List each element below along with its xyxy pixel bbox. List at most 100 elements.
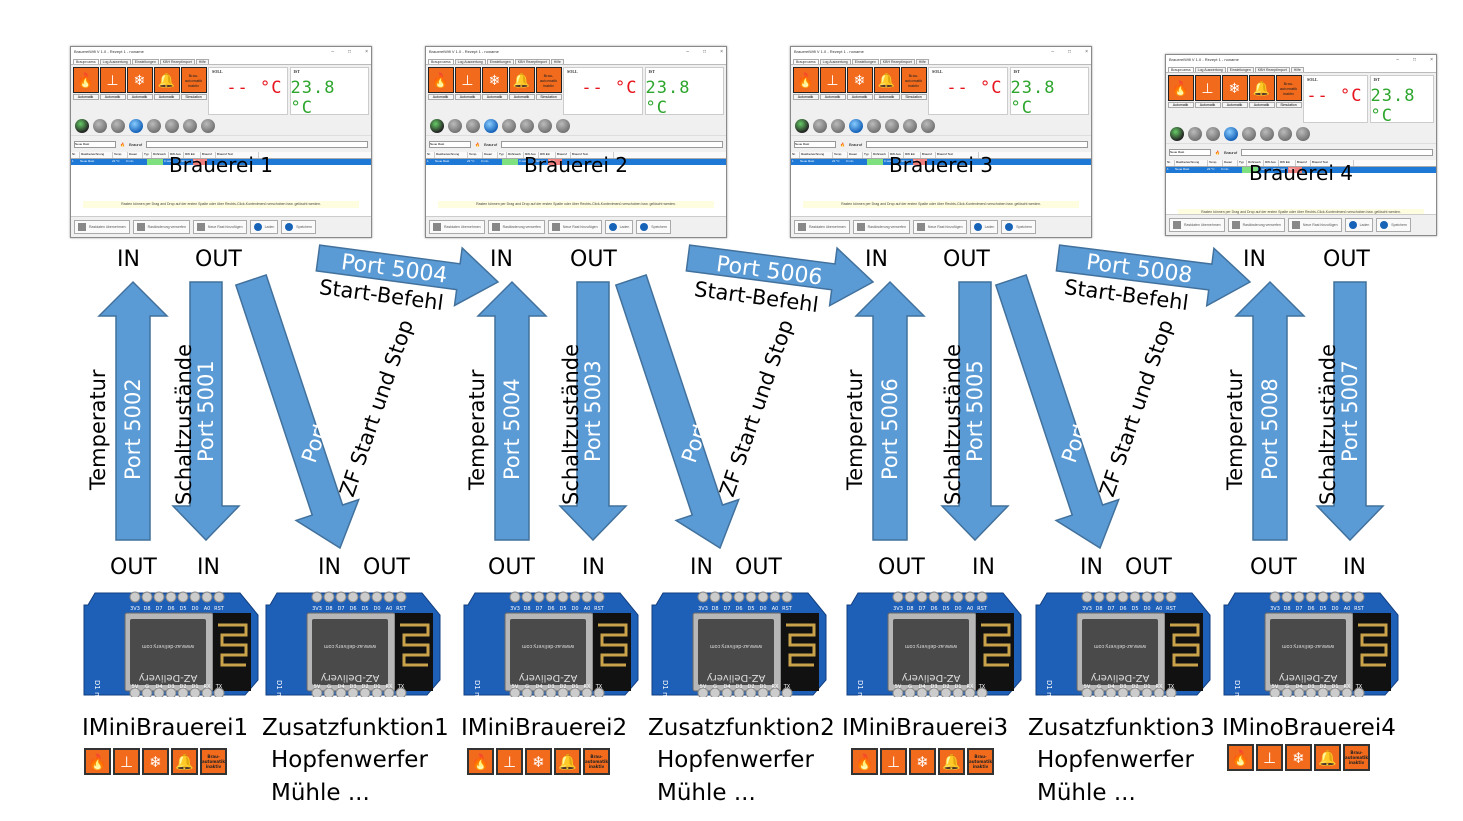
column-header[interactable]: Typ (143, 152, 152, 158)
stop-button[interactable] (831, 119, 845, 133)
symbol-snowflake-icon[interactable]: ❄Automatik (126, 67, 153, 115)
symbol-flame-icon[interactable]: 🔥Automatik (427, 67, 454, 115)
column-header[interactable]: Rührwerk (152, 152, 169, 158)
bottom-button-4[interactable]: Speichern (1001, 220, 1037, 234)
symbol-mode-label[interactable]: Simulation (900, 94, 927, 100)
flame-icon[interactable]: 🔥 (840, 141, 845, 147)
rewind-button[interactable] (502, 119, 516, 133)
pause-button[interactable] (93, 119, 107, 133)
bottom-button-1[interactable]: Raständerung verwerfen (487, 220, 545, 234)
bottom-button-2[interactable]: Neue Rast hinzufügen (1287, 218, 1342, 232)
pause-button[interactable] (813, 119, 827, 133)
remove-button[interactable] (1296, 127, 1310, 141)
brauruf-text-input[interactable] (501, 140, 723, 148)
refresh-button[interactable] (849, 119, 863, 133)
symbol-mode-label[interactable]: Automatik (1221, 102, 1248, 108)
forward-button[interactable] (1260, 127, 1274, 141)
rast-name-input[interactable]: Neue Rast (74, 140, 116, 148)
symbol-alarm-bell-icon[interactable]: 🔔Automatik (1248, 75, 1275, 123)
column-header[interactable]: Rastbezeichnung (800, 152, 833, 158)
symbol-mode-label[interactable]: Automatik (508, 94, 535, 100)
column-header[interactable]: Brauruf (556, 152, 571, 158)
tab-3[interactable]: KBH Rezeptimport (514, 59, 550, 64)
column-header[interactable]: RW Ein (904, 152, 921, 158)
stop-button[interactable] (466, 119, 480, 133)
tab-2[interactable]: Einstellungen (851, 59, 879, 64)
maximize-button[interactable]: □ (703, 48, 707, 55)
play-button[interactable] (430, 119, 444, 133)
column-header[interactable]: Nr. (71, 152, 80, 158)
brauruf-checkbox[interactable]: Brauruf (128, 141, 143, 147)
brauruf-text-input[interactable] (866, 140, 1088, 148)
tab-4[interactable]: Hilfe (915, 59, 929, 64)
symbol-snowflake-icon[interactable]: ❄Automatik (846, 67, 873, 115)
symbol-mode-label[interactable]: Automatik (846, 94, 873, 100)
maximize-button[interactable]: □ (348, 48, 352, 55)
brauruf-text-input[interactable] (1241, 148, 1433, 156)
symbol-mode-label[interactable]: Automatik (873, 94, 900, 100)
column-header[interactable]: RW Ein (184, 152, 201, 158)
rewind-button[interactable] (147, 119, 161, 133)
bottom-button-2[interactable]: Neue Rast hinzufügen (192, 220, 247, 234)
tab-1[interactable]: Log Auswertung (99, 59, 131, 64)
stop-button[interactable] (1206, 127, 1220, 141)
tab-4[interactable]: Hilfe (550, 59, 564, 64)
column-header[interactable]: Brauruf Text (216, 152, 259, 158)
bottom-button-0[interactable]: Rastdaten übernehmen (74, 220, 130, 234)
symbol-stirrer-icon[interactable]: ⊥Automatik (819, 67, 846, 115)
symbol-mode-label[interactable]: Simulation (1275, 102, 1302, 108)
tab-4[interactable]: Hilfe (195, 59, 209, 64)
column-header[interactable]: Nr. (426, 152, 435, 158)
tab-0[interactable]: Brauprozess (793, 59, 819, 64)
tab-1[interactable]: Log Auswertung (819, 59, 851, 64)
symbol-mode-label[interactable]: Automatik (454, 94, 481, 100)
maximize-button[interactable]: □ (1413, 56, 1417, 63)
column-header[interactable]: Rührwerk (507, 152, 524, 158)
bottom-button-4[interactable]: Speichern (636, 220, 672, 234)
column-header[interactable]: Brauruf Text (936, 152, 979, 158)
symbol-mode-label[interactable]: Automatik (481, 94, 508, 100)
column-header[interactable]: Dauer (1223, 160, 1238, 166)
brauruf-checkbox[interactable]: Brauruf (483, 141, 498, 147)
symbol-mode-label[interactable]: Automatik (126, 94, 153, 100)
symbol-alarm-bell-icon[interactable]: 🔔Automatik (508, 67, 535, 115)
tab-1[interactable]: Log Auswertung (454, 59, 486, 64)
add-button[interactable] (1278, 127, 1292, 141)
symbol-mode-label[interactable]: Automatik (1167, 102, 1194, 108)
symbol-mode-label[interactable]: Automatik (819, 94, 846, 100)
tab-4[interactable]: Hilfe (1290, 67, 1304, 72)
column-header[interactable]: RW Ein (1279, 160, 1296, 166)
bottom-button-2[interactable]: Neue Rast hinzufügen (547, 220, 602, 234)
flame-icon[interactable]: 🔥 (1215, 149, 1220, 155)
forward-button[interactable] (885, 119, 899, 133)
rewind-button[interactable] (867, 119, 881, 133)
symbol-mode-label[interactable]: Automatik (1194, 102, 1221, 108)
minimize-button[interactable]: – (686, 48, 690, 55)
symbol-snowflake-icon[interactable]: ❄Automatik (481, 67, 508, 115)
play-button[interactable] (795, 119, 809, 133)
symbol-mode-label[interactable]: Automatik (72, 94, 99, 100)
symbol-mode-label[interactable]: Automatik (792, 94, 819, 100)
bottom-button-2[interactable]: Neue Rast hinzufügen (912, 220, 967, 234)
minimize-button[interactable]: – (1051, 48, 1055, 55)
minimize-button[interactable]: – (1396, 56, 1400, 63)
pause-button[interactable] (448, 119, 462, 133)
maximize-button[interactable]: □ (1068, 48, 1072, 55)
remove-button[interactable] (921, 119, 935, 133)
bottom-button-0[interactable]: Rastdaten übernehmen (794, 220, 850, 234)
bottom-button-3[interactable]: Laden (604, 220, 634, 234)
brauruf-text-input[interactable] (146, 140, 368, 148)
symbol-flame-icon[interactable]: 🔥Automatik (1167, 75, 1194, 123)
column-header[interactable]: Typ (863, 152, 872, 158)
symbol-mode-label[interactable]: Automatik (427, 94, 454, 100)
tab-3[interactable]: KBH Rezeptimport (879, 59, 915, 64)
refresh-button[interactable] (129, 119, 143, 133)
column-header[interactable]: Typ (498, 152, 507, 158)
column-header[interactable]: Dauer (128, 152, 143, 158)
column-header[interactable]: Nr. (791, 152, 800, 158)
column-header[interactable]: Rastbezeichnung (435, 152, 468, 158)
